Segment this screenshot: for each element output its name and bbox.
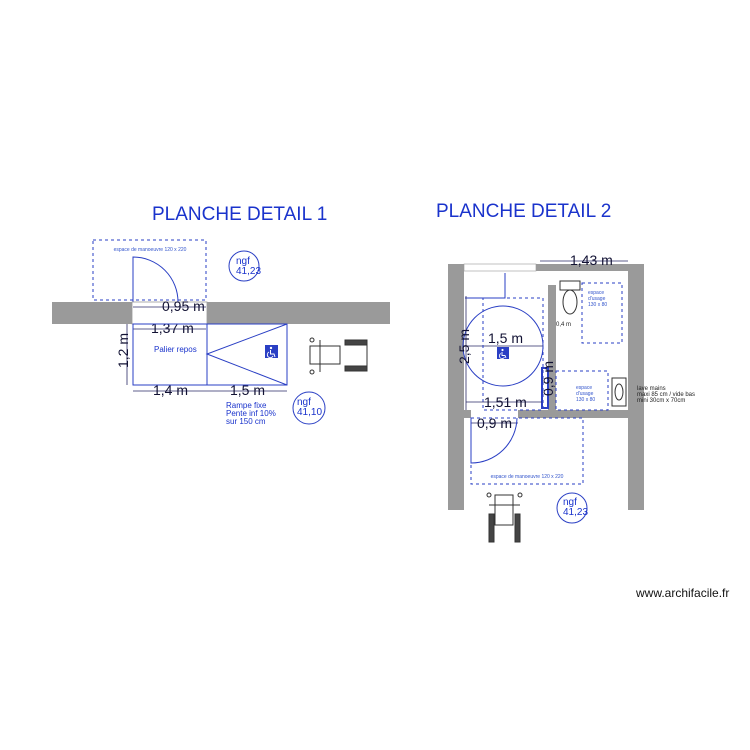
detail2-door-swing [470, 417, 518, 464]
detail2-wall-mid-left [464, 410, 471, 418]
detail2-wall-right [628, 264, 644, 510]
detail2-width-mid-dim: 1,51 m [484, 394, 527, 410]
detail2-wall-left [448, 264, 464, 510]
detail2-wheelchair-symbol-icon [497, 347, 509, 359]
detail1-ngf-top-value: 41,23 [236, 266, 261, 277]
detail2-room-floor [464, 271, 628, 410]
detail1-ngf-bottom-label: ngf [297, 397, 311, 408]
detail1-ngf-top-marker [228, 250, 260, 282]
detail1-ngf-bottom-value: 41,10 [297, 407, 322, 418]
detail2-circle-dim: 1,5 m [488, 330, 523, 346]
detail1-ramp-note-1: Rampe fixe [226, 401, 267, 410]
detail2-sink-note-2: maxi 85 cm / vide bas [637, 392, 695, 398]
detail2-usage-mid-3: 130 x 80 [576, 397, 595, 403]
detail1-ramp-arrow [205, 323, 288, 386]
detail2-partition-marker [541, 367, 549, 409]
detail2-wall-top [464, 264, 628, 271]
detail2-usage-top-3: 130 x 80 [588, 302, 607, 308]
detail2-wheelchair-plan-icon [486, 492, 523, 543]
detail2-usage-top [581, 282, 623, 344]
detail2-ngf-label: ngf [563, 497, 577, 508]
detail1-landing-top-dim: 1,37 m [151, 320, 194, 336]
detail2-usage-mid-2: d'usage [576, 391, 594, 397]
detail1-door-dim: 0,95 m [162, 298, 205, 314]
detail2-door-dim: 0,9 m [477, 415, 512, 431]
detail1-landing-bottom-dim: 1,4 m [153, 382, 188, 398]
detail2-circulation-zone [482, 297, 544, 411]
detail1-maneuver-space [92, 239, 207, 301]
detail2-ngf-value: 41,23 [563, 507, 588, 518]
detail2-title: PLANCHE DETAIL 2 [436, 201, 611, 222]
wheelchair-plan-icon [309, 337, 368, 375]
detail1-landing-height-dim: 1,2 m [115, 333, 131, 368]
detail2-door-top [465, 273, 506, 299]
wheelchair-symbol-icon [265, 345, 278, 359]
detail2-width-top-dim: 1,43 m [570, 252, 613, 268]
sink-icon [611, 377, 627, 407]
detail2-wc-offset: 0,4 m [556, 322, 571, 328]
detail2-usage-mid [555, 370, 609, 411]
detail2-partition [548, 285, 556, 410]
detail1-ramp-dim: 1,5 m [230, 382, 265, 398]
detail2-usage-top-1: espace [588, 290, 604, 296]
watermark: www.archifacile.fr [635, 586, 729, 600]
detail1-maneuver-label: espace de manoeuvre 120 x 220 [114, 247, 187, 253]
detail1-landing-label: Palier repos [154, 345, 197, 354]
detail2-wall-mid-right [518, 410, 628, 418]
toilet-icon [559, 280, 581, 315]
detail2-sink-note-1: lave mains [637, 386, 666, 392]
detail1-ramp-note-3: sur 150 cm [226, 417, 266, 426]
detail1-ngf-top-label: ngf [236, 256, 250, 267]
detail2-sink-note-3: mini 30cm x 70cm [637, 398, 685, 404]
detail2-usage-mid-1: espace [576, 385, 592, 391]
detail1-door-swing [132, 256, 179, 303]
detail1-ngf-bottom-marker [292, 391, 326, 425]
detail2-height-dim: 2,5 m [456, 329, 472, 364]
detail1-wall-left [52, 302, 132, 324]
detail2-maneuver-label: espace de manoeuvre 120 x 220 [491, 474, 564, 480]
detail2-maneuver-space [470, 417, 584, 485]
detail2-ngf-marker [556, 492, 588, 524]
detail2-partition-dim: 0,9 m [540, 361, 556, 396]
detail2-window [463, 263, 537, 272]
detail1-wall-right [207, 302, 390, 324]
detail1-ramp-note-2: Pente inf 10% [226, 409, 276, 418]
detail2-usage-top-2: d'usage [588, 296, 606, 302]
detail1-title: PLANCHE DETAIL 1 [152, 204, 327, 225]
